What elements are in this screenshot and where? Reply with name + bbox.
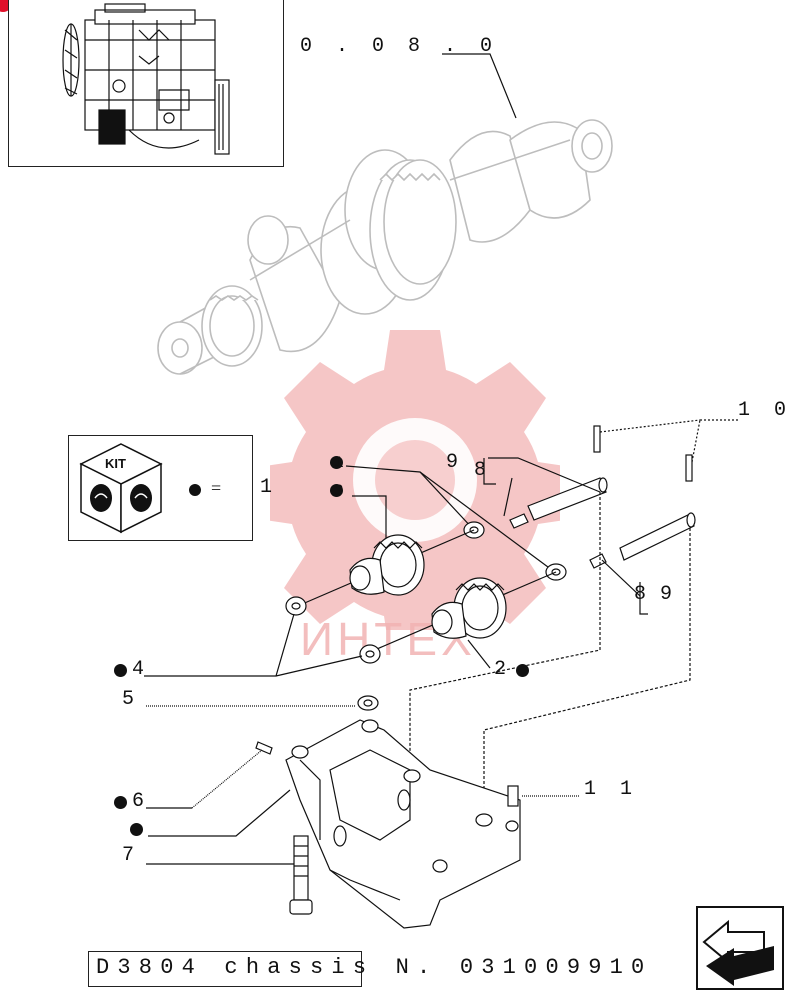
engine-thumbnail-icon (62, 3, 230, 155)
callout-9-top: 9 (446, 451, 465, 474)
callout-3: 3 (334, 482, 350, 500)
next-page-button[interactable] (696, 906, 784, 990)
callout-5: 5 (122, 688, 141, 711)
callout-bullet-3 (330, 484, 343, 497)
footer-model-chassis: D3804 chassis N. 031009910 (96, 955, 653, 980)
watermark-gear-icon (270, 330, 560, 630)
kit-equals: = (211, 478, 222, 498)
footer-model-box (88, 951, 362, 987)
callout-8-right: 8 (634, 583, 653, 606)
callout-10: 1 0 (738, 399, 788, 422)
callout-4: 4 (132, 658, 151, 681)
callout-bullet-4 (114, 664, 127, 677)
parts-drawing (144, 419, 738, 929)
kit-legend-box: KIT = (68, 435, 253, 541)
callout-1: 1 (334, 454, 350, 472)
kit-label: KIT (105, 456, 126, 471)
next-page-arrow-icon (702, 919, 774, 986)
engine-thumbnail[interactable] (8, 0, 284, 167)
callout-bullet-6 (114, 796, 127, 809)
callout-bullet-unnumbered (130, 823, 143, 836)
callout-11: 1 1 (584, 778, 639, 801)
reference-leader (442, 53, 517, 119)
callout-8-top: 8 (474, 459, 493, 482)
callout-9-right: 9 (660, 583, 679, 606)
callout-7: 7 (122, 844, 141, 867)
kit-cube-icon (79, 443, 163, 534)
callout-bullet-2 (516, 664, 529, 677)
crankshaft-ghost (157, 119, 613, 375)
callout-6: 6 (132, 790, 151, 813)
callout-bullet-1 (330, 456, 343, 469)
kit-bullet (189, 484, 201, 496)
kit-value: 1 (260, 476, 279, 499)
reference-code: 0 . 0 8 . 0 (300, 35, 499, 58)
callout-2: 2 (494, 658, 513, 681)
